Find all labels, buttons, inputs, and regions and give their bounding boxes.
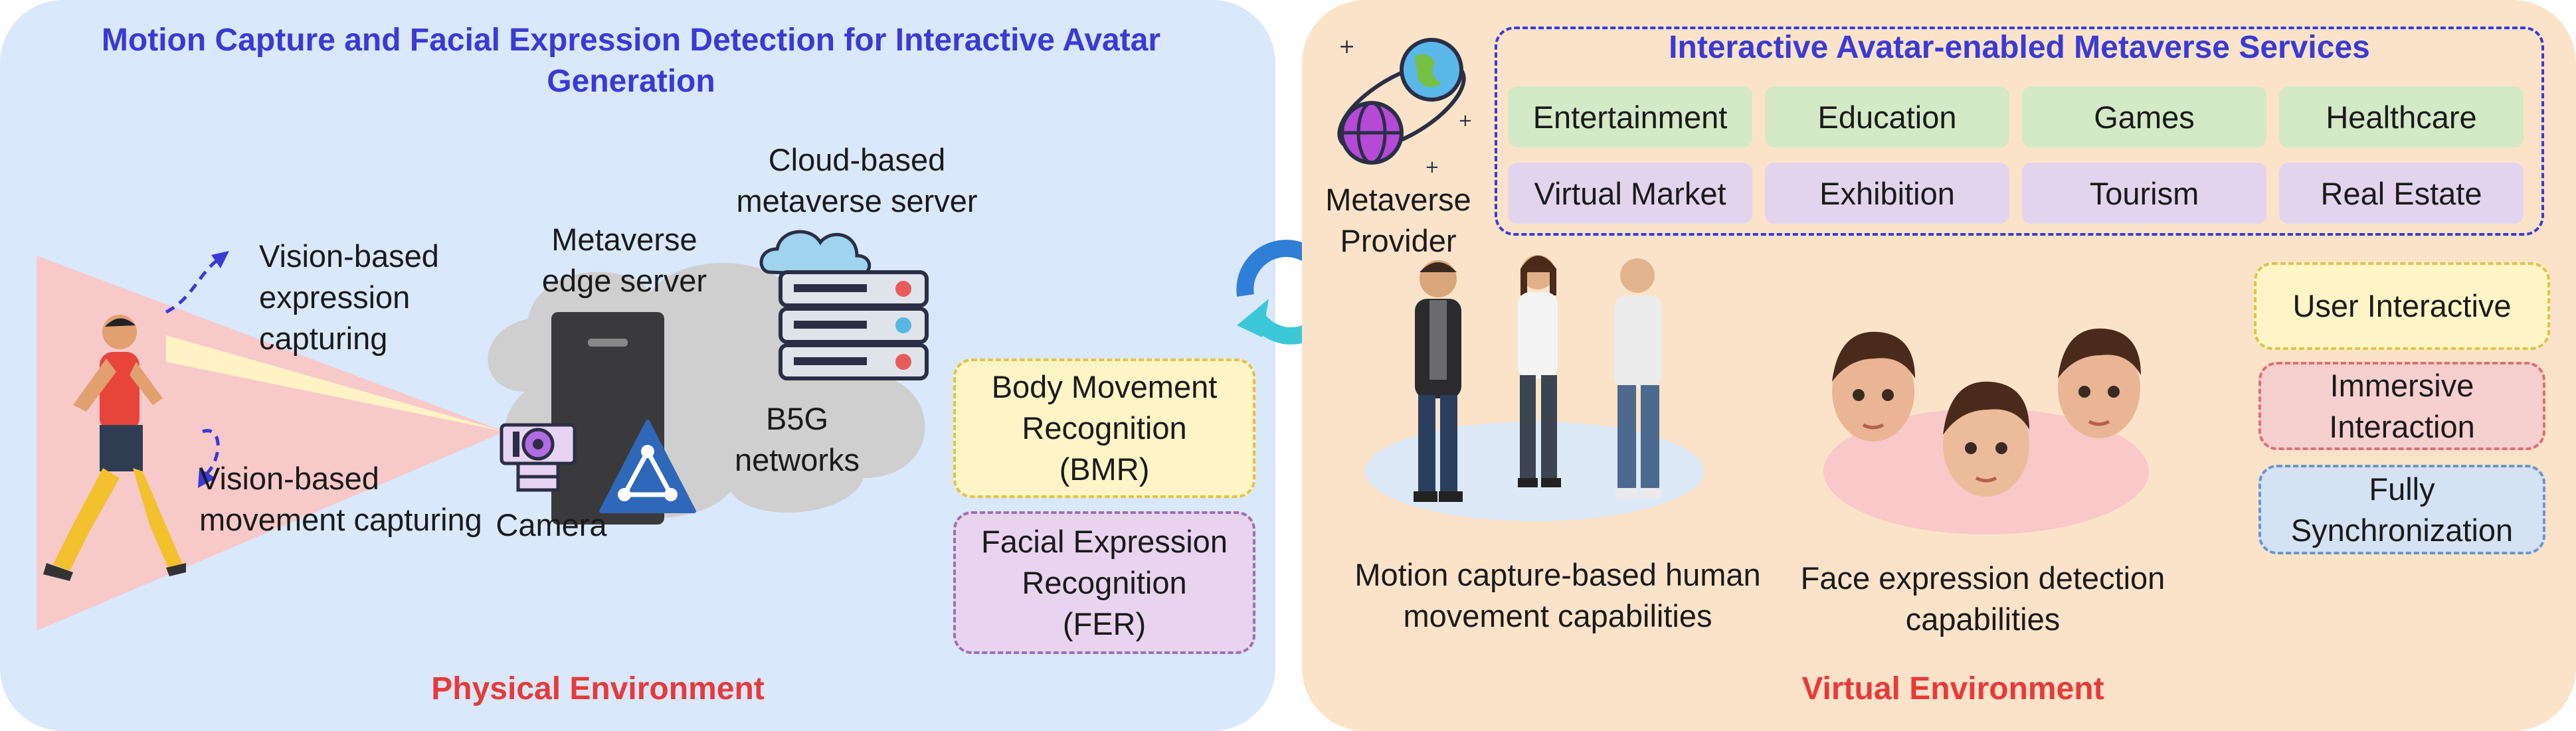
network-triangle-icon [599,420,696,513]
service-virtual-market: Virtual Market [1508,163,1752,224]
services-container [1495,27,2544,236]
service-exhibition: Exhibition [1765,163,2009,224]
person-running-icon [43,315,186,581]
feature-immersive-interaction: Immersive Interaction [2258,362,2545,450]
svg-text:+: + [1458,111,1473,131]
fer-label: Facial Expression Recognition (FER) [981,523,1228,641]
walking-avatars-illustration [1365,255,1704,521]
service-real-estate: Real Estate [2279,163,2524,224]
physical-environment-label: Physical Environment [431,671,765,706]
fer-box: Facial Expression Recognition (FER) [953,511,1255,654]
service-healthcare: Healthcare [2279,86,2524,147]
metaverse-provider-label: Metaverse Provider [1325,182,1471,258]
feature-fully-synchronization: Fully Synchronization [2258,465,2545,554]
facial-avatars-illustration [1823,328,2149,534]
service-games: Games [2022,86,2266,147]
movement-capture-label: Vision-based movement capturing [199,461,482,537]
svg-text:+: + [1338,35,1355,58]
service-entertainment: Entertainment [1508,86,1752,147]
cloud-server-icon [759,230,929,380]
camera-label: Camera [496,507,607,542]
services-title: Interactive Avatar-enabled Metaverse Ser… [1669,30,2370,65]
face-detection-caption: Face expression detection capabilities [1800,560,2165,637]
b5g-label: B5G networks [734,401,860,477]
virtual-environment-label: Virtual Environment [1801,671,2104,706]
physical-title: Motion Capture and Facial Expression Det… [101,23,1161,99]
metaverse-globe-icon: + + + [1337,35,1473,177]
expression-capture-label: Vision-based expression capturing [259,238,439,356]
bmr-label: Body Movement Recognition (BMR) [991,369,1218,487]
cloud-server-label: Cloud-based metaverse server [736,142,978,218]
service-education: Education [1765,86,2009,147]
camera-icon [500,423,577,492]
edge-server-label: Metaverse edge server [541,222,707,298]
feature-user-interactive: User Interactive [2254,262,2550,350]
svg-text:+: + [1425,157,1439,177]
camera-field-of-view [37,251,505,631]
service-tourism: Tourism [2022,163,2266,224]
bmr-box: Body Movement Recognition (BMR) [953,359,1255,498]
motion-capture-caption: Motion capture-based human movement capa… [1354,557,1761,633]
